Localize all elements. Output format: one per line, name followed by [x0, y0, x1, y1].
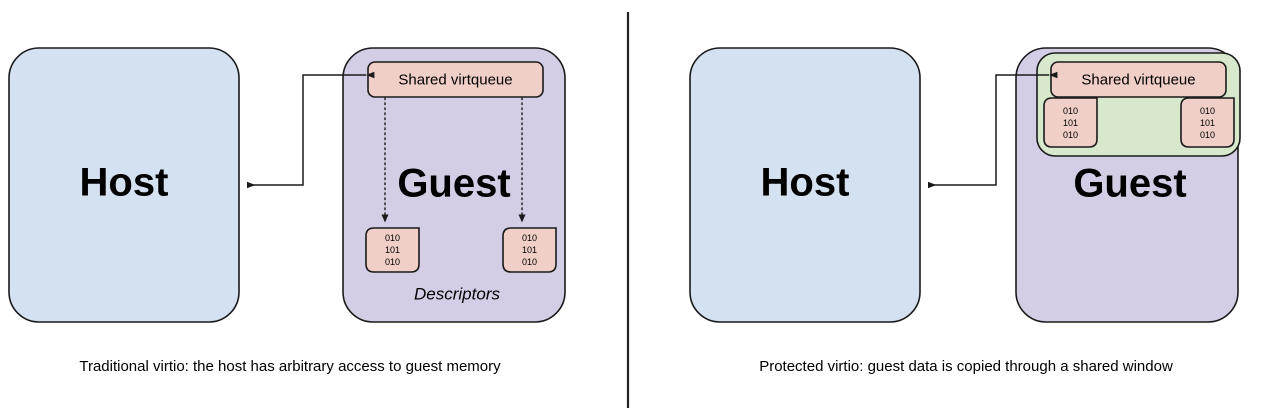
panel-caption: Traditional virtio: the host has arbitra… [79, 358, 501, 375]
host-box-protected: Host [689, 47, 921, 323]
descriptor-box[interactable]: 010 101 010 [502, 227, 557, 273]
host-label: Host [761, 161, 850, 205]
guest-label: Guest [397, 162, 510, 206]
descriptor-shape [1180, 97, 1235, 148]
descriptor-box[interactable]: 010 101 010 [1043, 97, 1098, 148]
guest-label: Guest [1073, 162, 1186, 206]
shared-virtqueue-label: Shared virtqueue [398, 71, 512, 88]
descriptor-bit-line: 010 [1200, 106, 1215, 116]
panel-caption: Protected virtio: guest data is copied t… [759, 358, 1173, 375]
descriptor-bit-line: 010 [1200, 130, 1215, 140]
access-arrow-path [247, 71, 375, 189]
shared-virtqueue-traditional[interactable]: Shared virtqueue [367, 61, 544, 98]
descriptor-bit-line: 010 [522, 233, 537, 243]
descriptor-bit-line: 101 [522, 245, 537, 255]
descriptor-bit-line: 010 [385, 257, 400, 267]
panel-traditional: Host Guest Shared virtqueue 010 101 010 [8, 47, 566, 375]
descriptor-box[interactable]: 010 101 010 [1180, 97, 1235, 148]
host-guest-access-arrow [928, 71, 1058, 189]
host-label: Host [80, 161, 169, 205]
host-box-shape [8, 47, 240, 323]
panel-protected: Host Shared virtqueue 010 101 010 [689, 47, 1241, 375]
shared-virtqueue-protected[interactable]: Shared virtqueue [1050, 61, 1227, 98]
descriptor-bit-line: 101 [385, 245, 400, 255]
descriptor-box[interactable]: 010 101 010 [365, 227, 420, 273]
host-guest-access-arrow [247, 71, 375, 189]
descriptor-shape [365, 227, 420, 273]
descriptor-bit-line: 101 [1063, 118, 1078, 128]
descriptor-bit-line: 010 [1063, 130, 1078, 140]
descriptor-bit-line: 010 [522, 257, 537, 267]
descriptor-bit-line: 010 [385, 233, 400, 243]
access-arrow-path [928, 71, 1058, 189]
descriptor-shape [502, 227, 557, 273]
guest-box-traditional: Guest Shared virtqueue 010 101 010 010 1… [342, 47, 566, 323]
guest-box-protected: Shared virtqueue 010 101 010 010 101 010… [1015, 47, 1241, 323]
descriptor-bit-line: 101 [1200, 118, 1215, 128]
descriptors-caption: Descriptors [414, 284, 500, 303]
host-box-traditional: Host [8, 47, 240, 323]
shared-virtqueue-label: Shared virtqueue [1081, 71, 1195, 88]
descriptor-bit-line: 010 [1063, 106, 1078, 116]
host-box-shape [689, 47, 921, 323]
